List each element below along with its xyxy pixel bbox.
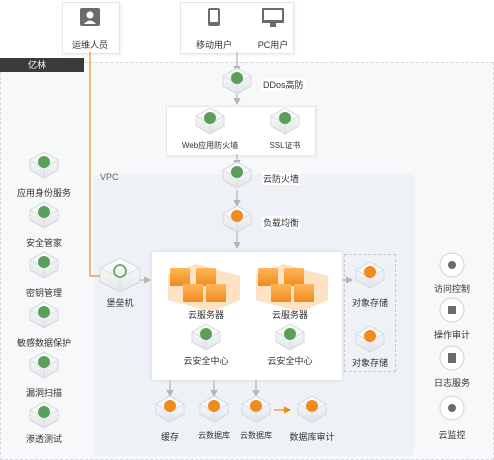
ssl-label: SSL证书 xyxy=(269,141,301,150)
left-service-3: 敏感数据保护 xyxy=(16,338,72,348)
left-service-1: 安全管家 xyxy=(25,238,63,248)
db-audit-label: 数据库审计 xyxy=(289,432,335,442)
object-storage-area xyxy=(344,254,396,372)
ops-user-card xyxy=(62,2,120,54)
waf-label: Web应用防火墙 xyxy=(181,141,239,150)
left-service-4: 漏洞扫描 xyxy=(25,388,63,398)
oss-a-label: 对象存储 xyxy=(351,298,389,308)
left-service-0: 应用身份服务 xyxy=(16,188,72,198)
vpc-label: VPC xyxy=(100,172,119,182)
cache-label: 缓存 xyxy=(160,432,180,442)
right-service-3: 云监控 xyxy=(438,430,466,440)
firewall-label: 云防火墙 xyxy=(262,172,301,185)
db-b-label: 云数据库 xyxy=(240,431,272,440)
server-group-b xyxy=(256,264,328,312)
sec-a-label: 云安全中心 xyxy=(183,356,229,366)
sec-b-label: 云安全中心 xyxy=(267,356,313,366)
ops-user-label: 运维人员 xyxy=(71,40,109,50)
db-a-label: 云数据库 xyxy=(198,431,230,440)
right-service-2: 日志服务 xyxy=(433,378,471,388)
bastion-label: 堡垒机 xyxy=(106,298,134,308)
server-b-label: 云服务器 xyxy=(271,310,309,320)
ddos-label: DDos高防 xyxy=(262,78,305,91)
right-service-1: 操作审计 xyxy=(433,330,471,340)
pc-user-label: PC用户 xyxy=(257,40,289,50)
region-header: 亿林 xyxy=(0,58,84,72)
left-service-5: 渗透测试 xyxy=(25,434,63,444)
mobile-user-label: 移动用户 xyxy=(195,40,233,50)
server-a-label: 云服务器 xyxy=(187,310,225,320)
lb-label: 负载均衡 xyxy=(262,216,301,229)
oss-b-label: 对象存储 xyxy=(351,358,389,368)
server-group-a xyxy=(168,264,240,312)
left-service-2: 密钥管理 xyxy=(25,288,63,298)
right-service-0: 访问控制 xyxy=(433,284,471,294)
